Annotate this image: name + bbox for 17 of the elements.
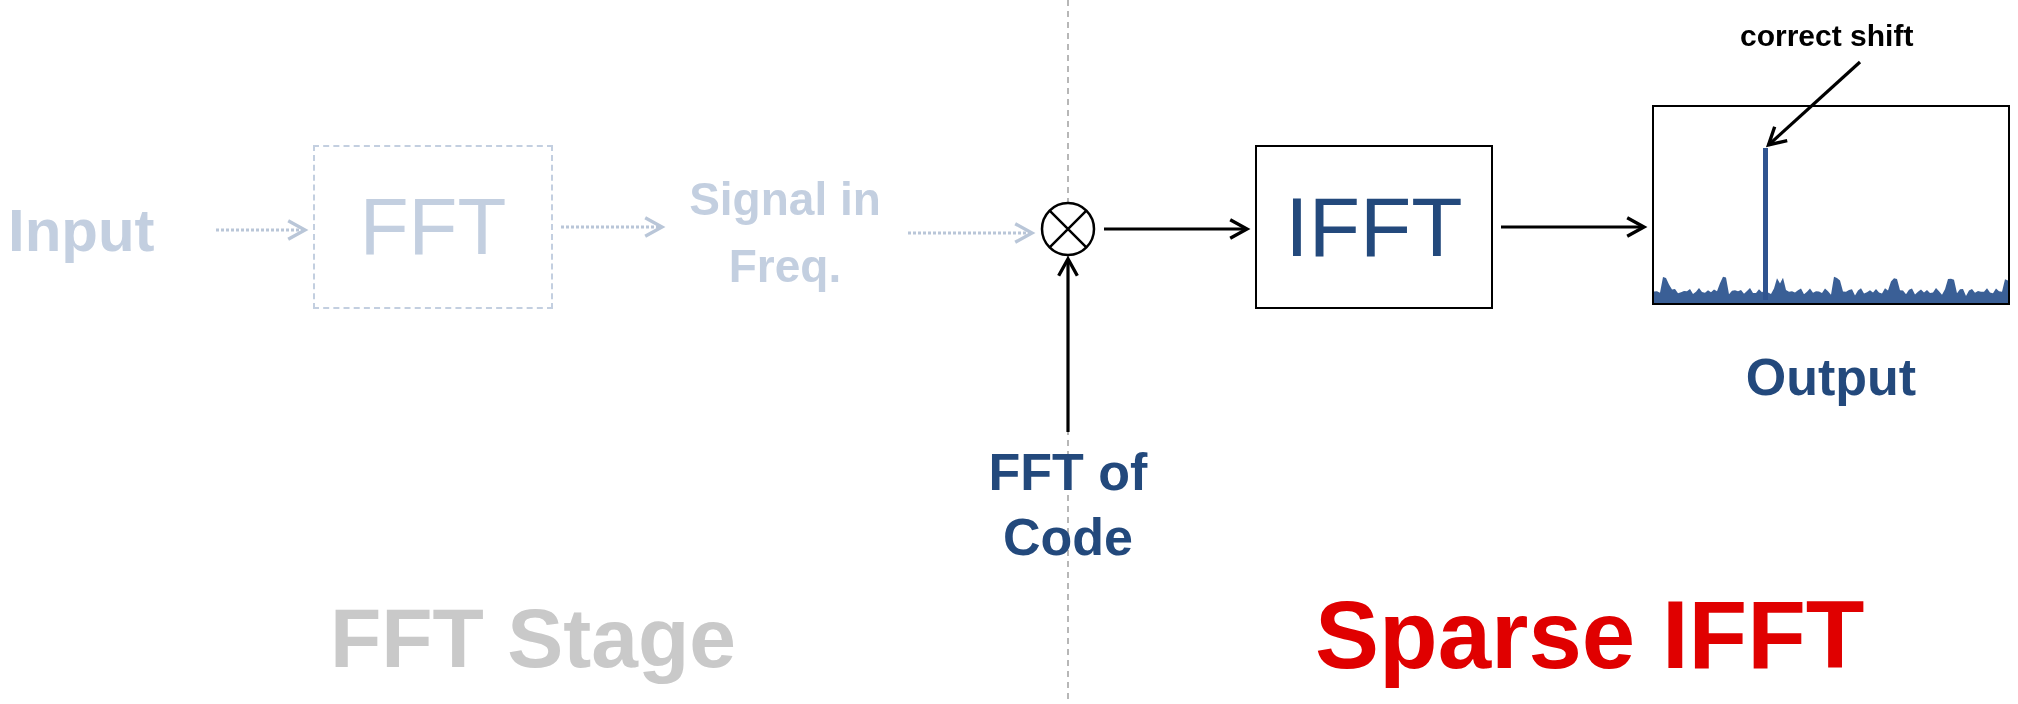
arrow [908, 222, 1034, 244]
arrow [1501, 216, 1646, 238]
arrow [1057, 257, 1079, 432]
arrow [561, 216, 664, 238]
output-label: Output [1744, 347, 1918, 407]
multiplier-circle [1040, 201, 1096, 257]
arrow [1766, 60, 1862, 147]
input-label: Input [8, 195, 155, 265]
peak-bar [1763, 148, 1768, 300]
process-box: IFFT [1255, 145, 1493, 309]
arrow [1104, 218, 1249, 240]
callout-label: correct shift [1740, 18, 1914, 54]
code-label: FFT of Code [987, 442, 1149, 568]
signal-label: Signal in Freq. [688, 172, 882, 294]
stage-title: Sparse IFFT [1315, 580, 1865, 690]
process-box: FFT [313, 145, 553, 309]
arrow [216, 219, 307, 241]
